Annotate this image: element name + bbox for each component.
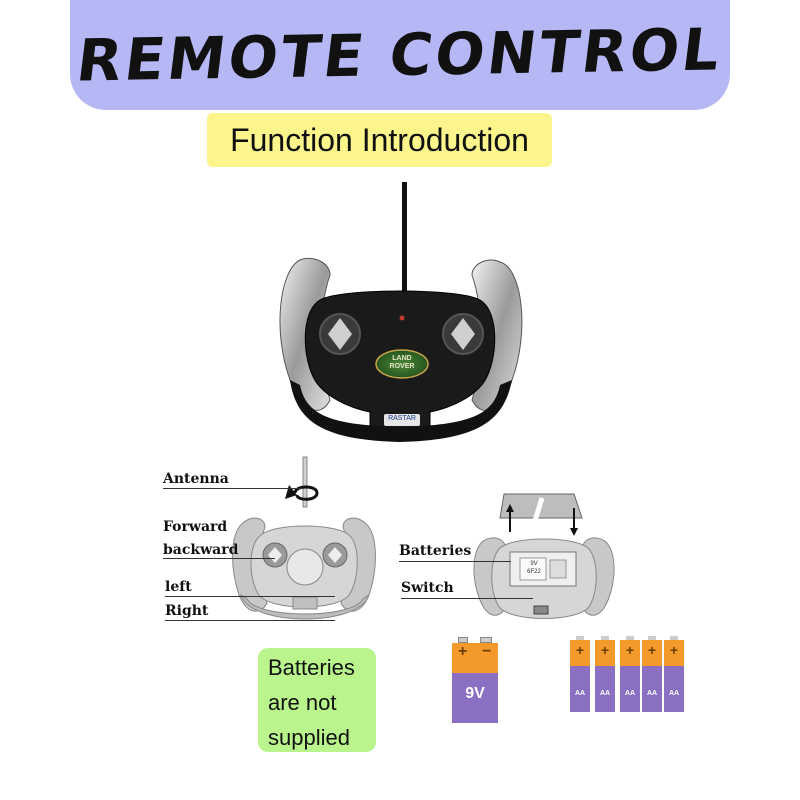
compartment-text: 9V 6F22 — [527, 561, 541, 575]
title-banner: REMOTE CONTROL — [70, 0, 730, 110]
label-left: left — [165, 579, 192, 595]
label-batteries: Batteries — [399, 543, 472, 559]
battery-9v-label: 9V — [465, 685, 485, 702]
logo-text: LAND ROVER — [389, 355, 415, 370]
battery-aa: + AA — [620, 636, 640, 714]
label-right: Right — [165, 603, 209, 619]
subtitle-badge: Function Introduction — [207, 113, 552, 167]
label-antenna: Antenna — [163, 471, 229, 487]
leader-left — [165, 596, 335, 597]
battery-9v: + − 9V — [452, 637, 498, 723]
leader-backward — [163, 558, 275, 559]
battery-9v-plus: + — [458, 643, 468, 660]
brand-tag — [384, 414, 420, 426]
page-title: REMOTE CONTROL — [73, 15, 727, 95]
screw-icon — [531, 497, 545, 525]
antenna-line — [302, 456, 308, 508]
leader-batteries — [399, 561, 511, 562]
left-diagram — [232, 456, 376, 620]
battery-9v-minus: − — [482, 643, 492, 660]
right-diagram — [473, 493, 615, 619]
battery-aa: + AA — [642, 636, 662, 714]
leader-antenna — [163, 488, 303, 489]
battery-aa: + AA — [664, 636, 684, 714]
leader-switch — [401, 598, 533, 599]
label-forward: Forward — [163, 519, 228, 535]
brand-tag-text: RASTAR — [388, 415, 416, 422]
label-backward: backward — [163, 542, 239, 558]
battery-aa: + AA — [595, 636, 615, 714]
brand-logo — [375, 349, 429, 379]
label-switch: Switch — [401, 580, 454, 596]
power-led — [399, 315, 405, 321]
power-switch — [533, 605, 549, 615]
leader-right — [165, 620, 335, 621]
antenna — [402, 182, 407, 294]
bottom-handle — [290, 380, 512, 442]
aa-batteries: + AA + AA + AA + AA + AA — [570, 636, 685, 716]
batteries-not-supplied-note: Batteries are not supplied — [258, 648, 376, 752]
battery-aa: + AA — [570, 636, 590, 714]
